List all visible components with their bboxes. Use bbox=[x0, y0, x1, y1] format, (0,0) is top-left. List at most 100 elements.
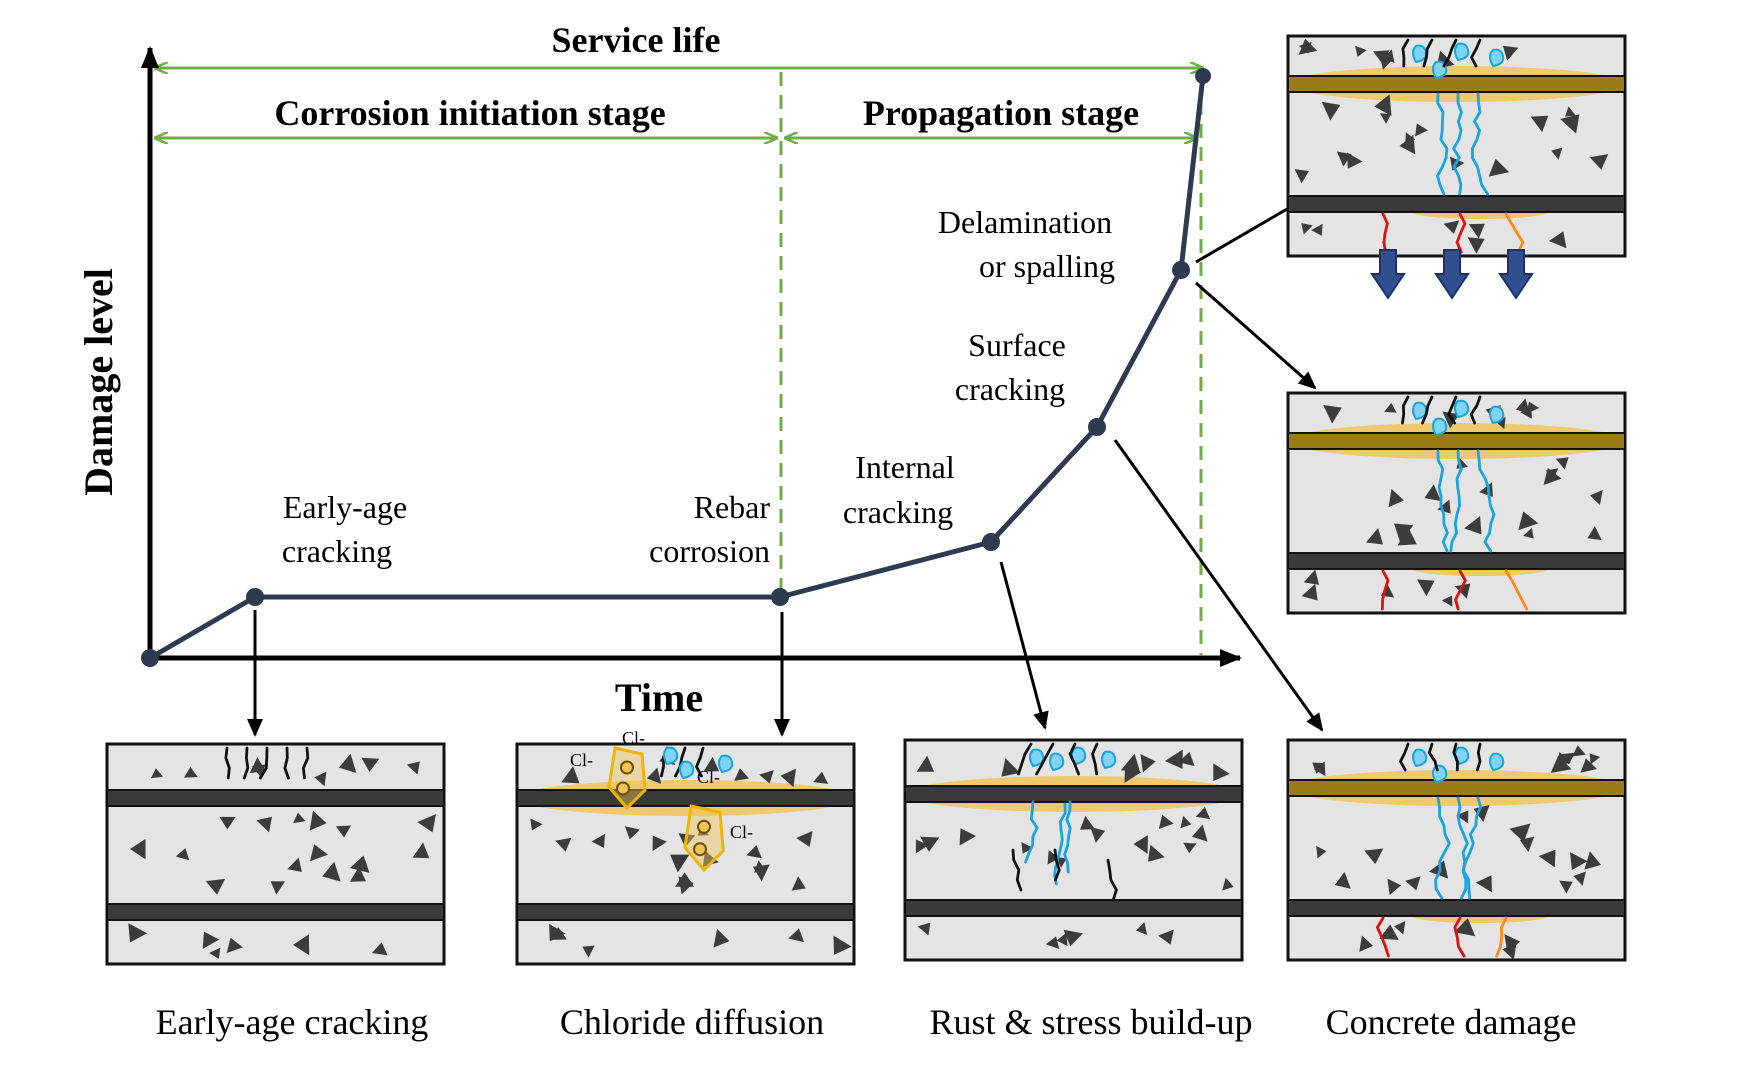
crack bbox=[1495, 916, 1508, 958]
aggregate bbox=[1334, 871, 1351, 889]
bottom-rebar bbox=[516, 903, 855, 921]
chloride-ion-3: Cl- bbox=[697, 767, 720, 787]
aggregate bbox=[915, 839, 929, 854]
crack bbox=[1017, 742, 1033, 776]
curve-point-labels: Early-age cracking Rebar corrosion Inter… bbox=[282, 204, 1115, 569]
aggregate bbox=[1164, 749, 1183, 769]
panel-early-age-cracking bbox=[105, 742, 446, 966]
aggregate bbox=[1467, 237, 1485, 254]
aggregate bbox=[371, 942, 388, 956]
aggregate bbox=[1584, 851, 1602, 870]
aggregate bbox=[1379, 113, 1392, 124]
chloride-ion-dot bbox=[620, 760, 634, 775]
aggregate bbox=[209, 947, 221, 959]
aggregate bbox=[1323, 405, 1342, 424]
water-droplet bbox=[1432, 417, 1448, 437]
early-age-label-1: Early-age bbox=[283, 489, 407, 525]
aggregate bbox=[796, 831, 813, 848]
aggregate bbox=[813, 771, 829, 784]
damage-curve bbox=[148, 75, 1206, 661]
surface-cracking-point bbox=[1088, 418, 1106, 436]
crack bbox=[1460, 796, 1483, 900]
crack bbox=[1068, 742, 1080, 776]
caption-early-age: Early-age cracking bbox=[156, 1002, 429, 1042]
chloride-labels: Cl- Cl- Cl- Cl- bbox=[570, 728, 753, 842]
water-droplet bbox=[1432, 764, 1448, 784]
aggregate bbox=[1316, 845, 1327, 859]
aggregate bbox=[1475, 875, 1492, 893]
aggregate bbox=[1140, 754, 1156, 773]
aggregate bbox=[130, 838, 146, 860]
aggregate bbox=[1559, 880, 1573, 894]
aggregate bbox=[1520, 406, 1532, 419]
aggregate bbox=[175, 848, 190, 861]
aggregate bbox=[1394, 921, 1406, 935]
aggregate bbox=[249, 757, 266, 774]
aggregate bbox=[1056, 932, 1068, 947]
top-rebar bbox=[1287, 75, 1626, 93]
crack bbox=[1011, 848, 1023, 892]
aggregate bbox=[1573, 871, 1586, 886]
crack bbox=[1442, 38, 1458, 68]
aggregate bbox=[322, 861, 341, 882]
aggregate bbox=[338, 753, 357, 773]
water-droplet bbox=[1412, 44, 1428, 64]
crack bbox=[1434, 796, 1451, 900]
chloride-ion-4: Cl- bbox=[730, 822, 753, 842]
aggregate bbox=[1178, 751, 1195, 767]
aggregate bbox=[746, 845, 762, 859]
aggregate bbox=[1523, 527, 1534, 539]
internal-cracking-pointer bbox=[999, 561, 1049, 730]
aggregate bbox=[1364, 848, 1384, 865]
chloride-ion-1: Cl- bbox=[570, 750, 593, 770]
aggregate bbox=[1124, 764, 1142, 783]
crack bbox=[1453, 916, 1466, 958]
aggregate bbox=[1543, 468, 1562, 486]
water-droplet bbox=[679, 760, 695, 780]
crack bbox=[1053, 848, 1061, 882]
aggregate bbox=[791, 876, 806, 891]
rebar-corrosion-point bbox=[771, 588, 789, 606]
crack bbox=[1470, 92, 1489, 196]
aggregate bbox=[256, 816, 273, 833]
crack bbox=[301, 746, 310, 780]
aggregate bbox=[406, 761, 420, 775]
caption-damage: Concrete damage bbox=[1326, 1002, 1577, 1042]
aggregate bbox=[1441, 595, 1453, 607]
aggregate bbox=[349, 855, 370, 873]
aggregate bbox=[183, 766, 198, 778]
surface-cracking-label-2: cracking bbox=[955, 371, 1065, 407]
top-rebar bbox=[904, 785, 1243, 803]
water-droplet bbox=[1412, 748, 1428, 768]
aggregate bbox=[1405, 876, 1421, 891]
crack bbox=[1375, 916, 1390, 958]
aggregate bbox=[1374, 94, 1392, 116]
chloride-carrier bbox=[683, 804, 725, 873]
crack bbox=[1454, 569, 1467, 611]
origin-point bbox=[141, 649, 159, 667]
aggregate bbox=[412, 842, 430, 859]
aggregate bbox=[1394, 523, 1414, 543]
crack bbox=[1476, 742, 1482, 772]
crack bbox=[259, 746, 269, 780]
bottom-rebar bbox=[106, 903, 445, 921]
rebar-corrosion-label-1: Rebar bbox=[694, 489, 771, 525]
end-point bbox=[1195, 68, 1211, 84]
crack bbox=[1091, 742, 1099, 776]
aggregate bbox=[1047, 849, 1060, 865]
aggregate bbox=[624, 826, 640, 840]
aggregate bbox=[1063, 929, 1083, 947]
aggregate bbox=[1147, 844, 1165, 862]
aggregate bbox=[833, 935, 852, 955]
bottom-rebar bbox=[1287, 899, 1626, 917]
caption-rust: Rust & stress build-up bbox=[929, 1002, 1252, 1042]
aggregate bbox=[1565, 106, 1576, 117]
aggregate bbox=[1454, 583, 1471, 599]
aggregate bbox=[917, 922, 931, 936]
aggregate bbox=[916, 755, 935, 772]
aggregate bbox=[1589, 490, 1603, 506]
water-droplet bbox=[1049, 752, 1065, 772]
bottom-rebar bbox=[1287, 552, 1626, 570]
crack bbox=[1398, 742, 1410, 772]
aggregate bbox=[1021, 841, 1034, 854]
